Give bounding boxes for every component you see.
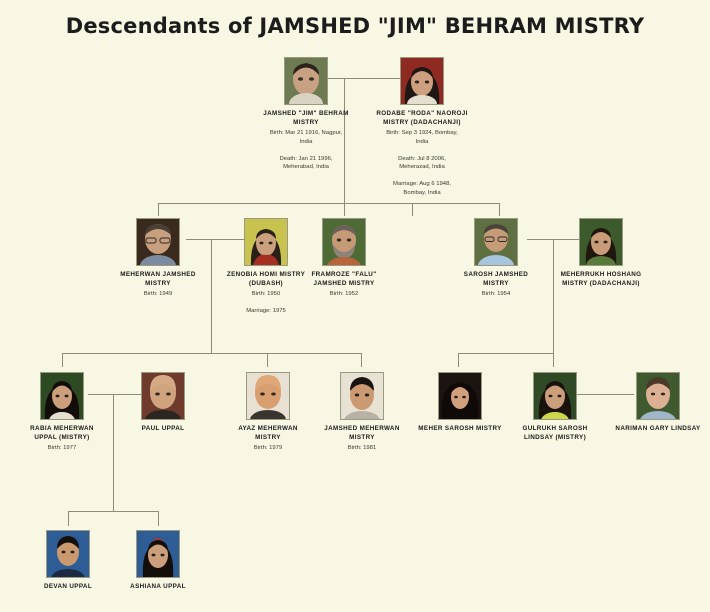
photo-portrait-woman-smiling-green bbox=[579, 218, 623, 266]
connector-marriage-gulrukh-nariman bbox=[572, 394, 634, 395]
person-details: Birth: 1954 bbox=[481, 291, 511, 297]
photo-portrait-man-blue-shirt bbox=[474, 218, 518, 266]
connector-stub-jamshed-m bbox=[361, 353, 362, 367]
person-details: Birth: 1950 Marriage: 1975 bbox=[246, 291, 286, 314]
photo-portrait-man-glasses-dark-hair bbox=[284, 57, 328, 105]
person-name: ZENOBIA HOMI MISTRY (DUBASH) bbox=[226, 271, 306, 287]
connector-stub-rabia bbox=[62, 353, 63, 367]
person-sarosh-jamshed-mistry[interactable]: SAROSH JAMSHED MISTRY Birth: 1954 bbox=[456, 218, 536, 299]
photo-portrait-bald-man bbox=[141, 372, 185, 420]
connector-sibling-bar-gen3-left bbox=[62, 353, 361, 354]
person-devan-uppal[interactable]: DEVAN UPPAL bbox=[28, 530, 108, 593]
connector-drop-sarosh-meherrukh bbox=[553, 239, 554, 353]
photo-portrait-woman-yellow-top bbox=[533, 372, 577, 420]
person-ashiana-uppal[interactable]: ASHIANA UPPAL bbox=[118, 530, 198, 593]
connector-drop-gen1 bbox=[344, 78, 345, 203]
person-details: Birth: 1952 bbox=[329, 291, 359, 297]
connector-stub-meherwan bbox=[158, 203, 159, 216]
photo-portrait-woman-red-scarf bbox=[244, 218, 288, 266]
person-name: NARIMAN GARY LINDSAY bbox=[615, 425, 701, 432]
person-name: JAMSHED "JIM" BEHRAM MISTRY bbox=[263, 110, 349, 126]
person-details: Birth: 1949 bbox=[143, 291, 173, 297]
photo-portrait-man-beard-greenery bbox=[322, 218, 366, 266]
page-title: Descendants of JAMSHED "JIM" BEHRAM MIST… bbox=[65, 14, 645, 38]
person-name: MEHERWAN JAMSHED MISTRY bbox=[120, 271, 196, 287]
person-nariman-gary-lindsay[interactable]: NARIMAN GARY LINDSAY bbox=[610, 372, 706, 435]
person-rodabe-roda-naoroji-mistry[interactable]: RODABE "RODA" NAOROJI MISTRY (DADACHANJI… bbox=[366, 57, 478, 197]
connector-stub-ashiana bbox=[158, 511, 159, 526]
person-name: SAROSH JAMSHED MISTRY bbox=[463, 271, 529, 287]
connector-stub-sarosh bbox=[412, 203, 413, 216]
person-details: Birth: 1979 bbox=[253, 445, 283, 451]
person-name: MEHER SAROSH MISTRY bbox=[418, 425, 502, 432]
connector-stub-meher bbox=[458, 353, 459, 367]
person-name: ASHIANA UPPAL bbox=[130, 583, 186, 590]
connector-marriage-meherwan-zenobia bbox=[186, 239, 258, 240]
connector-stub-devan bbox=[68, 511, 69, 526]
person-name: RABIA MEHERWAN UPPAL (MISTRY) bbox=[30, 425, 94, 441]
photo-portrait-woman-dark-hair bbox=[400, 57, 444, 105]
person-name: PAUL UPPAL bbox=[141, 425, 185, 432]
connector-stub-framroze bbox=[344, 203, 345, 216]
person-meherwan-jamshed-mistry[interactable]: MEHERWAN JAMSHED MISTRY Birth: 1949 bbox=[116, 218, 200, 299]
photo-portrait-woman-long-dark-hair bbox=[40, 372, 84, 420]
photo-portrait-older-man-glasses bbox=[136, 218, 180, 266]
person-framroze-falu-jamshed-mistry[interactable]: FRAMROZE "FALU" JAMSHED MISTRY Birth: 19… bbox=[302, 218, 386, 299]
person-name: DEVAN UPPAL bbox=[43, 583, 93, 590]
person-name: FRAMROZE "FALU" JAMSHED MISTRY bbox=[311, 271, 377, 287]
person-details: Birth: Mar 21 1916, Nagpur, India Death:… bbox=[269, 130, 343, 170]
photo-portrait-woman-curly-hair bbox=[438, 372, 482, 420]
photo-portrait-girl-blue-background bbox=[136, 530, 180, 578]
person-details: Birth: 1981 bbox=[347, 445, 377, 451]
connector-stub-gulrukh bbox=[553, 353, 554, 367]
person-details: Birth: 1977 bbox=[47, 445, 77, 451]
connector-sibling-bar-gen4 bbox=[68, 511, 159, 512]
person-meherrukh-hoshang-mistry[interactable]: MEHERRUKH HOSHANG MISTRY (DADACHANJI) bbox=[552, 218, 650, 290]
connector-sibling-bar-gen3-right bbox=[458, 353, 554, 354]
person-gulrukh-sarosh-lindsay[interactable]: GULRUKH SAROSH LINDSAY (MISTRY) bbox=[514, 372, 596, 444]
photo-portrait-man-light-shirt bbox=[636, 372, 680, 420]
person-name: JAMSHED MEHERWAN MISTRY bbox=[324, 425, 400, 441]
person-jamshed-jim-behram-mistry[interactable]: JAMSHED "JIM" BEHRAM MISTRY Birth: Mar 2… bbox=[258, 57, 354, 172]
connector-stub-ayaz bbox=[267, 353, 268, 367]
person-details: Birth: Sep 3 1924, Bombay, India Death: … bbox=[386, 130, 458, 196]
person-name: RODABE "RODA" NAOROJI MISTRY (DADACHANJI… bbox=[376, 110, 468, 126]
person-name: AYAZ MEHERWAN MISTRY bbox=[238, 425, 298, 441]
connector-sibling-bar-gen2 bbox=[158, 203, 500, 204]
person-meher-sarosh-mistry[interactable]: MEHER SAROSH MISTRY bbox=[412, 372, 508, 435]
photo-portrait-man-shaved-head bbox=[246, 372, 290, 420]
connector-drop-rabia-paul bbox=[113, 394, 114, 511]
person-paul-uppal[interactable]: PAUL UPPAL bbox=[126, 372, 200, 435]
connector-stub-meherrukh bbox=[499, 203, 500, 216]
person-ayaz-meherwan-mistry[interactable]: AYAZ MEHERWAN MISTRY Birth: 1979 bbox=[228, 372, 308, 453]
connector-marriage-gen1 bbox=[327, 78, 419, 79]
connector-marriage-sarosh-meherrukh bbox=[527, 239, 587, 240]
person-rabia-meherwan-uppal[interactable]: RABIA MEHERWAN UPPAL (MISTRY) Birth: 197… bbox=[18, 372, 106, 453]
person-name: GULRUKH SAROSH LINDSAY (MISTRY) bbox=[522, 425, 588, 441]
connector-drop-meherwan-zenobia bbox=[211, 239, 212, 353]
photo-portrait-young-man-dark-hair bbox=[340, 372, 384, 420]
connector-marriage-rabia-paul bbox=[88, 394, 146, 395]
person-jamshed-meherwan-mistry[interactable]: JAMSHED MEHERWAN MISTRY Birth: 1981 bbox=[320, 372, 404, 453]
person-name: MEHERRUKH HOSHANG MISTRY (DADACHANJI) bbox=[560, 271, 642, 287]
person-zenobia-homi-mistry[interactable]: ZENOBIA HOMI MISTRY (DUBASH) Birth: 1950… bbox=[222, 218, 310, 316]
photo-portrait-boy-blue-background bbox=[46, 530, 90, 578]
